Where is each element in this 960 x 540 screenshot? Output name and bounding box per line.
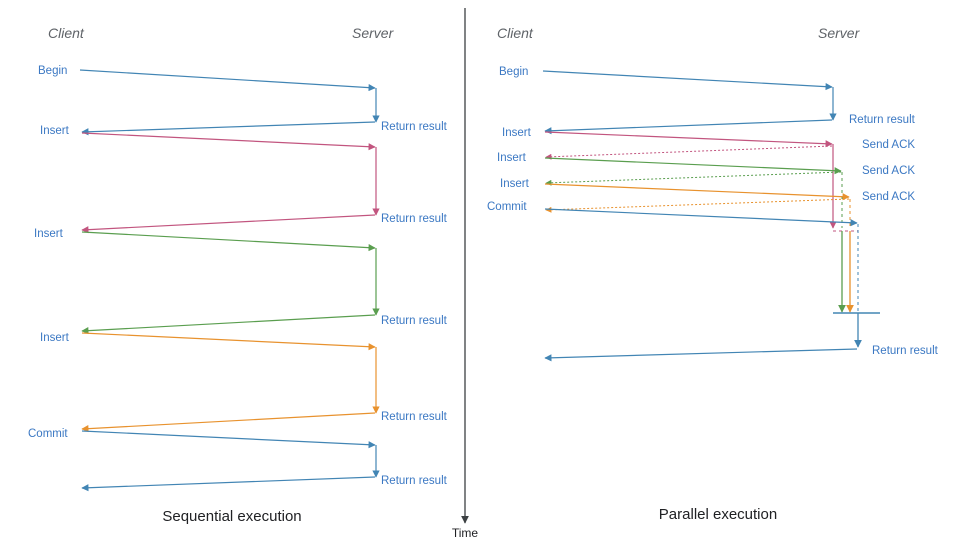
right-begin-request-arrow — [542, 70, 833, 91]
left-insert-3-reply-arrow — [81, 412, 376, 433]
left-client-lifeline-label: Client — [48, 25, 85, 41]
left-insert-1-label: Insert — [40, 125, 70, 137]
right-server-lifeline-label: Server — [818, 25, 861, 41]
right-insert-1-label: Insert — [502, 127, 532, 139]
left-message-commit: Commit Return result — [28, 428, 448, 492]
right-insert-3-ack-label: Send ACK — [862, 191, 915, 203]
left-insert-2-reply-label: Return result — [381, 315, 448, 327]
left-insert-2-label: Insert — [34, 228, 64, 240]
right-commit-request-arrow — [544, 208, 858, 227]
right-insert-2-ack-label: Send ACK — [862, 165, 915, 177]
right-client-lifeline-label: Client — [497, 25, 534, 41]
left-panel-caption: Sequential execution — [162, 508, 301, 525]
right-insert-3-label: Insert — [500, 178, 530, 190]
right-insert-2-request-arrow — [544, 157, 842, 175]
left-insert-1-reply-arrow — [81, 214, 376, 234]
right-message-insert-2: Insert Send ACK — [497, 152, 915, 313]
right-begin-label: Begin — [499, 66, 528, 78]
left-server-lifeline-label: Server — [352, 25, 395, 41]
left-message-insert-1: Insert Return result — [40, 125, 448, 234]
right-commit-reply-arrow — [544, 348, 858, 362]
right-insert-1-ack-arrow — [545, 145, 833, 160]
right-insert-3-ack-arrow — [545, 198, 850, 213]
left-commit-request-arrow — [81, 430, 376, 449]
left-insert-1-request-arrow — [81, 132, 376, 151]
left-begin-reply-arrow — [81, 121, 376, 136]
left-commit-reply-label: Return result — [381, 475, 448, 487]
left-insert-2-request-arrow — [81, 231, 376, 252]
right-panel-caption: Parallel execution — [659, 506, 777, 523]
left-commit-label: Commit — [28, 428, 68, 440]
left-insert-3-reply-label: Return result — [381, 411, 448, 423]
right-commit-label: Commit — [487, 201, 527, 213]
right-message-insert-1: Insert Send ACK — [502, 127, 915, 232]
left-begin-request-arrow — [79, 69, 376, 92]
left-message-begin: Begin Return result — [38, 65, 448, 136]
right-insert-1-request-arrow — [544, 131, 833, 148]
parallel-execution-diagram: Client Server Begin Return result Insert… — [487, 25, 939, 523]
right-begin-reply-label: Return result — [849, 114, 916, 126]
right-message-commit: Commit Return result — [487, 201, 939, 362]
left-insert-3-request-arrow — [81, 332, 376, 351]
right-message-begin: Begin Return result — [499, 66, 916, 135]
sequential-execution-diagram: Client Server Begin Return result Insert… — [28, 25, 448, 525]
right-insert-1-ack-label: Send ACK — [862, 139, 915, 151]
left-insert-3-label: Insert — [40, 332, 70, 344]
right-message-insert-3: Insert Send ACK — [500, 178, 915, 313]
left-message-insert-2: Insert Return result — [34, 228, 448, 335]
left-begin-reply-label: Return result — [381, 121, 448, 133]
right-commit-reply-label: Return result — [872, 345, 939, 357]
left-insert-1-reply-label: Return result — [381, 213, 448, 225]
right-insert-2-ack-arrow — [545, 171, 842, 186]
right-insert-2-label: Insert — [497, 152, 527, 164]
left-message-insert-3: Insert Return result — [40, 332, 448, 433]
time-axis-group: Time — [452, 8, 479, 540]
left-begin-label: Begin — [38, 65, 67, 77]
right-begin-reply-arrow — [544, 119, 833, 135]
left-commit-reply-arrow — [81, 476, 376, 492]
time-axis-label: Time — [452, 526, 479, 540]
right-insert-3-request-arrow — [544, 183, 850, 201]
left-insert-2-reply-arrow — [81, 314, 376, 335]
